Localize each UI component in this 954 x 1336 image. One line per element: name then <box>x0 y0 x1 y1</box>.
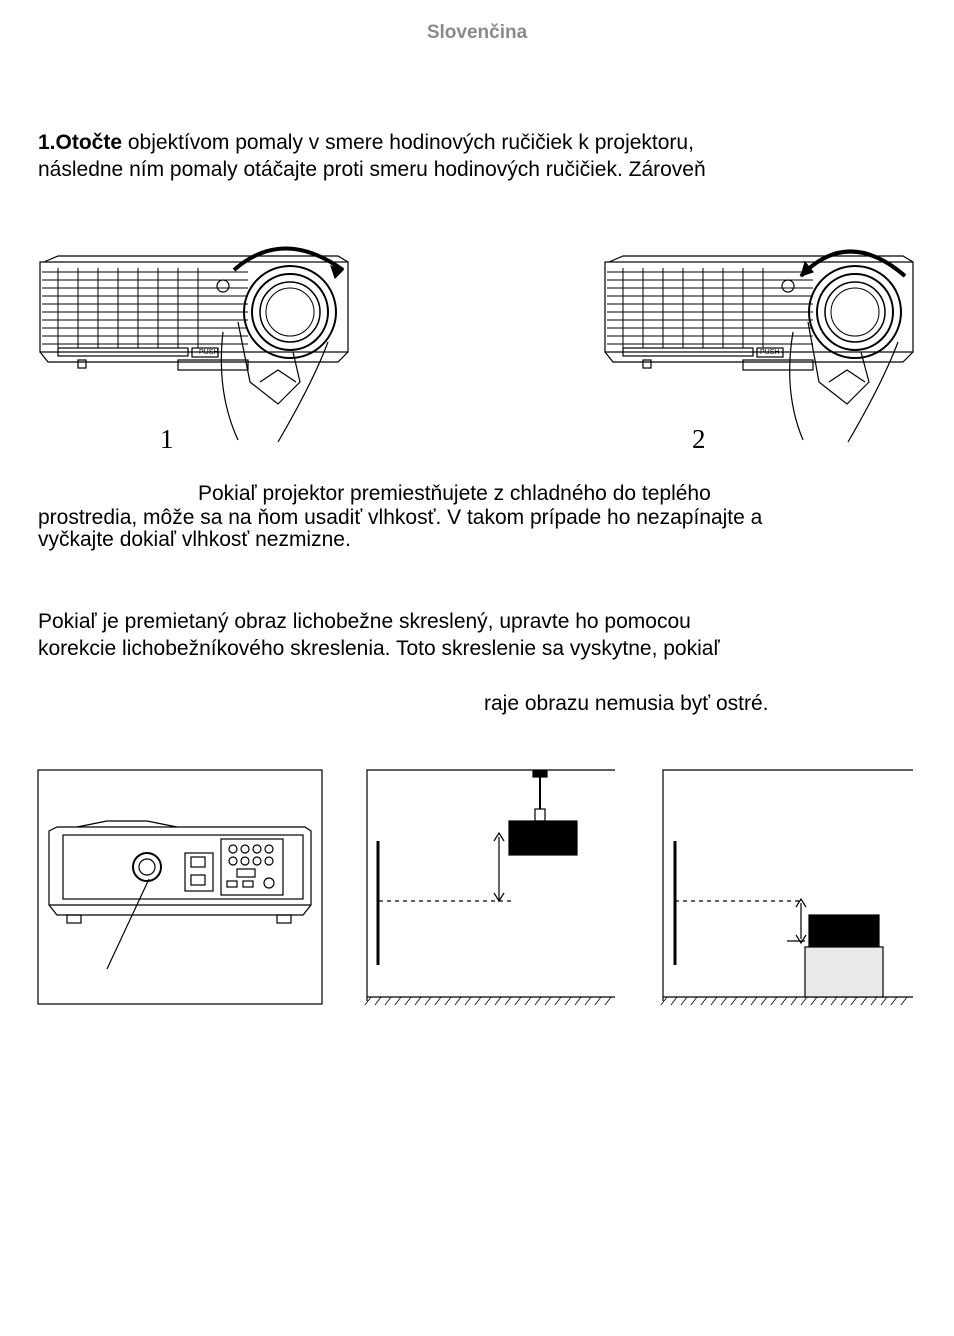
language-header: Slovenčina <box>426 22 528 43</box>
figure-label-2: 2 <box>692 424 706 454</box>
step1-line1-text: objektívom pomaly v smere hodinových ruč… <box>122 131 694 154</box>
step1-line1: 1.Otočte objektívom pomaly v smere hodin… <box>38 131 694 154</box>
figure-label-1: 1 <box>160 424 174 454</box>
push-label-1: PUSH <box>199 349 218 356</box>
keystone-line3: raje obrazu nemusia byť ostré. <box>484 692 769 715</box>
projector-lens-figure-2: PUSH <box>604 249 914 443</box>
projector-lens-figure-1: PUSH <box>39 246 349 443</box>
ceiling-mount-figure <box>364 769 615 1006</box>
condensation-line2: prostredia, môže sa na ňom usadiť vlhkos… <box>38 506 763 529</box>
projector-rear-panel-figure <box>37 769 323 1005</box>
keystone-line2: korekcie lichobežníkového skreslenia. To… <box>38 637 720 660</box>
condensation-line1: Pokiaľ projektor premiestňujete z chladn… <box>198 482 711 505</box>
table-mount-figure <box>660 769 913 1006</box>
condensation-line3: vyčkajte dokiaľ vlhkosť nezmizne. <box>38 528 351 551</box>
step1-line2: následne ním pomaly otáčajte proti smeru… <box>38 158 706 181</box>
step1-lead: 1.Otočte <box>38 131 123 154</box>
keystone-line1: Pokiaľ je premietaný obraz lichobežne sk… <box>38 610 691 633</box>
push-label-2: PUSH <box>760 349 779 356</box>
